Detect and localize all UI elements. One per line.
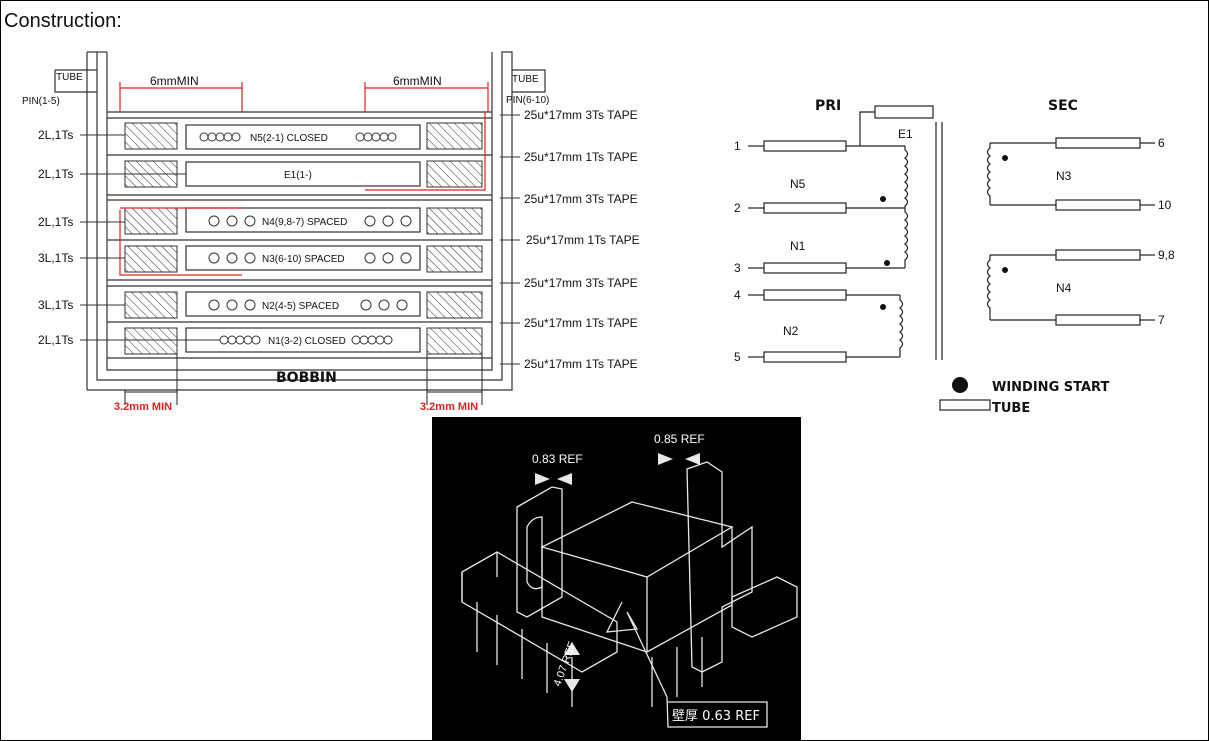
shield-label: E1 bbox=[898, 127, 913, 141]
winding-start-dots bbox=[880, 155, 1008, 393]
pin-4: 4 bbox=[734, 288, 741, 302]
red-dimension-lines bbox=[119, 82, 489, 276]
dim-top-right: 6mmMIN bbox=[393, 74, 442, 88]
layer-1-left: 2L,1Ts bbox=[38, 128, 73, 142]
layer-4-left: 3L,1Ts bbox=[38, 251, 73, 265]
schematic-lines bbox=[748, 105, 1155, 411]
layer-5-left: 3L,1Ts bbox=[38, 298, 73, 312]
winding-n3: N3 bbox=[1056, 169, 1072, 183]
bobbin-photo: 0.83 REF 0.85 REF 4.07 REF 壁厚 0.63 REF bbox=[432, 417, 801, 741]
pin-5: 5 bbox=[734, 350, 741, 364]
layer-6-left: 2L,1Ts bbox=[38, 333, 73, 347]
construction-heading: Construction: bbox=[4, 10, 122, 32]
layer-1-label: N5(2-1) CLOSED bbox=[250, 133, 328, 144]
legend-winding-start: WINDING START bbox=[992, 380, 1109, 395]
pin-10: 10 bbox=[1158, 198, 1172, 212]
dim-083-ref: 0.83 REF bbox=[532, 452, 583, 466]
right-leader-lines bbox=[500, 114, 520, 365]
bobbin-cross-section bbox=[54, 51, 546, 391]
left-leader-lines bbox=[80, 134, 220, 341]
layer-1-tape: 25u*17mm 1Ts TAPE bbox=[524, 150, 638, 164]
dim-top-left: 6mmMIN bbox=[150, 74, 199, 88]
pin-3: 3 bbox=[734, 261, 741, 275]
tube-left-label: TUBE bbox=[56, 72, 83, 83]
pin-7: 7 bbox=[1158, 313, 1165, 327]
winding-n2: N2 bbox=[783, 324, 799, 338]
layer-2-label: E1(1-) bbox=[284, 170, 312, 181]
pin-2: 2 bbox=[734, 201, 741, 215]
sec-label: SEC bbox=[1048, 98, 1078, 114]
margin-tape-blocks bbox=[124, 122, 483, 355]
winding-n5: N5 bbox=[790, 177, 806, 191]
pin-9-8: 9,8 bbox=[1158, 248, 1175, 262]
legend-tube: TUBE bbox=[992, 401, 1030, 416]
bobbin-label: BOBBIN bbox=[276, 370, 337, 386]
pin-1: 1 bbox=[734, 139, 741, 153]
legend-dot bbox=[952, 377, 968, 393]
bobbin-photo-drawing: 0.83 REF 0.85 REF 4.07 REF 壁厚 0.63 REF bbox=[461, 432, 798, 728]
dim-bottom-left: 3.2mm MIN bbox=[114, 401, 172, 413]
wire-circles bbox=[199, 132, 412, 345]
layer-2-left: 2L,1Ts bbox=[38, 167, 73, 181]
layer-4-tape: 25u*17mm 3Ts TAPE bbox=[524, 276, 638, 290]
pin-left-label: PIN(1-5) bbox=[22, 96, 60, 107]
dim-063-ref: 壁厚 0.63 REF bbox=[672, 709, 760, 724]
layer-3-tape: 25u*17mm 1Ts TAPE bbox=[526, 233, 640, 247]
dim-bottom-right: 3.2mm MIN bbox=[420, 401, 478, 413]
tube-right-label: TUBE bbox=[512, 74, 539, 85]
top-tape-label: 25u*17mm 3Ts TAPE bbox=[524, 108, 638, 122]
dim-085-ref: 0.85 REF bbox=[654, 432, 705, 446]
bottom-dimension-arrows bbox=[124, 350, 483, 405]
winding-n4: N4 bbox=[1056, 281, 1072, 295]
pin-right-label: PIN(6-10) bbox=[506, 95, 549, 106]
layer-5-label: N2(4-5) SPACED bbox=[262, 301, 339, 312]
layer-3-label: N4(9,8-7) SPACED bbox=[262, 217, 347, 228]
layer-2-tape: 25u*17mm 3Ts TAPE bbox=[524, 192, 638, 206]
pri-label: PRI bbox=[815, 98, 841, 114]
layer-6-label: N1(3-2) CLOSED bbox=[268, 336, 346, 347]
layer-6-tape: 25u*17mm 1Ts TAPE bbox=[524, 357, 638, 371]
layer-3-left: 2L,1Ts bbox=[38, 215, 73, 229]
layer-5-tape: 25u*17mm 1Ts TAPE bbox=[524, 316, 638, 330]
winding-n1: N1 bbox=[790, 239, 806, 253]
pin-6: 6 bbox=[1158, 136, 1165, 150]
layer-4-label: N3(6-10) SPACED bbox=[262, 254, 345, 265]
